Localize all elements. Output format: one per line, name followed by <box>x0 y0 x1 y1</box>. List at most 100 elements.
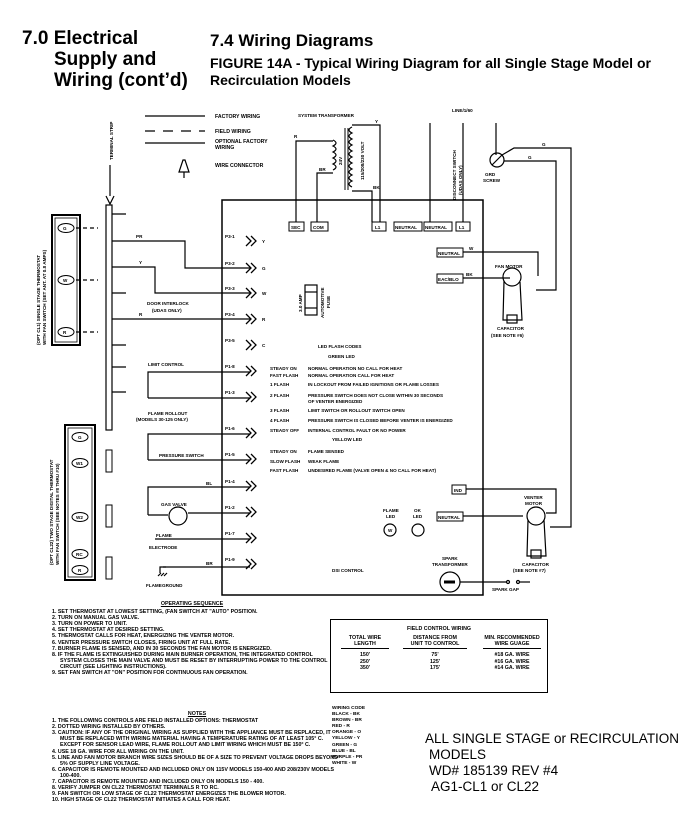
section-title: 7.0 Electrical Supply and Wiring (cont’d… <box>22 28 188 91</box>
green-led-code: 4 FLASH <box>270 418 290 423</box>
thermostat-r: R <box>63 330 67 335</box>
fcw-cell-gauge: #14 GA. WIRE <box>494 665 530 671</box>
capacitor-note7: (SEE NOTE #7) <box>513 568 546 573</box>
capacitor-6-icon <box>506 314 518 324</box>
green-led-meaning: PRESSURE SWITCH DOES NOT CLOSE WITHIN 30… <box>308 393 443 398</box>
operating-step: 3. TURN ON POWER TO UNIT. <box>52 621 127 628</box>
wiring-code-item: PURPLE - PR <box>332 754 363 760</box>
yellow-led-code: STEADY ON <box>270 449 297 454</box>
fuse-label-2: AUTOMOTIVE <box>320 287 325 318</box>
yellow-led-code: FAST FLASH <box>270 468 299 473</box>
fcw-cell-gauge: #16 GA. WIRE <box>494 658 530 665</box>
flame-led-color: W <box>388 528 393 533</box>
section-title-line-1: 7.0 Electrical <box>22 28 139 49</box>
dsi-control-label: DSI CONTROL <box>332 568 364 573</box>
yellow-led-meaning: FLAME SENSED <box>308 449 345 454</box>
fcw-cell-distance: 125' <box>429 658 441 665</box>
note-item: 10. HIGH STAGE OF CL22 THERMOSTAT INITIA… <box>52 797 231 804</box>
transformer-secondary-coil <box>331 139 337 171</box>
connector-signal-p3-3: W <box>262 291 267 296</box>
wiring-code-item: BLACK - BK <box>332 712 360 718</box>
operating-step: 8. IF THE FLAME IS EXTINGUISHED DURING M… <box>52 651 328 670</box>
flame-ground-label-2: GROUND <box>162 583 183 588</box>
thermostat-cl22-w1: W1 <box>76 461 83 466</box>
fcw-cell-distance: 75' <box>431 652 439 658</box>
wiring-code-item: RED - R <box>332 724 350 730</box>
green-led-code: STEADY ON <box>270 366 297 371</box>
connector-pin-p1-4: P1-4 <box>225 479 235 484</box>
fcw-col1-header-2: LENGTH <box>354 641 376 647</box>
wire-connector-icon <box>178 159 190 178</box>
connector-signal-p3-5: C <box>262 343 266 348</box>
thermostat-cl22-label-1: (OPT CL22) TWO STAGE DIGITAL THERMOSTAT <box>49 459 54 565</box>
green-led-meaning-cont: OF VENTER ENERGIZED <box>308 399 363 404</box>
wire-label-g2: G <box>528 155 532 160</box>
door-interlock-label-2: (UDAS ONLY) <box>152 308 182 313</box>
green-led-code: STEADY OFF <box>270 428 299 433</box>
flame-electrode-label-2: ELECTRODE <box>149 545 177 550</box>
fcw-col3-header-1: MIN. RECOMMENDED <box>484 635 540 641</box>
wire-label-transformer-br: BR <box>319 167 326 172</box>
connector-pin-p3-1: P3-1 <box>225 234 235 239</box>
note-item: 9. FAN SWITCH OR LOW STAGE OF CL22 THERM… <box>52 791 286 798</box>
terminal-l1-a: L1 <box>375 225 381 230</box>
operating-step: 9. SET FAN SWITCH AT "ON" POSITION FOR C… <box>52 670 248 677</box>
green-led-code: 2 FLASH <box>270 393 290 398</box>
connector-pin-p1-5: P1-5 <box>225 452 235 457</box>
fcw-cell-distance: 175' <box>429 665 441 671</box>
limit-control-label: LIMIT CONTROL <box>148 362 184 367</box>
door-interlock-label-1: DOOR INTERLOCK <box>147 301 190 306</box>
connector-signal-p3-2: G <box>262 266 266 271</box>
yellow-led-title: YELLOW LED <box>332 437 363 442</box>
ok-led <box>411 523 425 537</box>
flame-led-label-1: FLAME <box>383 508 399 513</box>
yellow-led-meaning: WEAK FLAME <box>308 459 339 464</box>
terminal-com: COM <box>313 225 324 230</box>
capacitor-note6: (SEE NOTE #6) <box>491 333 524 338</box>
connector-pin-p1-6: P1-6 <box>225 426 235 431</box>
venter-motor-icon <box>526 506 546 526</box>
thermostat-w: W <box>63 278 68 283</box>
ground-screw-icon <box>489 152 505 168</box>
green-led-code: 3 FLASH <box>270 408 290 413</box>
flame-ground-icon <box>157 566 168 577</box>
figure-title: FIGURE 14A - Typical Wiring Diagram for … <box>210 55 651 88</box>
notes: NOTES 1. THE FOLLOWING CONTROLS ARE FIEL… <box>52 711 342 803</box>
fcw-cell-gauge: #18 GA. WIRE <box>494 652 530 658</box>
operating-step: 7. BURNER FLAME IS SENSED, AND IN 30 SEC… <box>52 645 272 652</box>
yellow-led-code: SLOW FLASH <box>270 459 301 464</box>
flame-led <box>383 523 397 537</box>
section-title-line-2: Supply and <box>54 49 157 70</box>
wiring-code-item: WHITE - W <box>332 760 357 766</box>
flame-rollout-label-1: FLAME ROLLOUT <box>148 411 187 416</box>
green-led-code: 1 FLASH <box>270 382 290 387</box>
model-info: ALL SINGLE STAGE or RECIRCULATION MODELS… <box>425 731 679 795</box>
connector-pin-p1-9: P1-9 <box>225 557 235 562</box>
wire-label-fan-bk: BK <box>466 272 473 277</box>
flame-rollout-label-2: (MODELS 30-125 ONLY) <box>136 417 188 422</box>
connector-pin-p3-2: P3-2 <box>225 261 235 266</box>
wiring-code-item: BLUE - BL <box>332 748 356 754</box>
terminal-ind: IND <box>454 488 463 493</box>
green-led-meaning: PRESSURE SWITCH IS CLOSED BEFORE VENTER … <box>308 418 453 423</box>
note-item: 7. CAPACITOR IS REMOTE MOUNTED AND INCLU… <box>52 779 264 786</box>
wire-label-transformer-r: R <box>294 134 298 139</box>
spark-gap-label: SPARK GAP <box>492 587 519 592</box>
venter-motor-label-2: MOTOR <box>525 501 543 506</box>
model-line-4: AG1-CL1 or CL22 <box>431 779 540 794</box>
wire-label-transformer-bk: BK <box>373 185 380 190</box>
fcw-col2-header-2: UNIT TO CONTROL <box>410 641 460 647</box>
terminal-strip <box>105 204 113 431</box>
wiring-code-title: WIRING CODE <box>332 706 366 711</box>
disconnect-note-label: (UDAS ONLY) <box>458 165 463 195</box>
connector-chevrons <box>245 235 257 570</box>
terminal-neutral-a: NEUTRAL <box>395 225 417 230</box>
thermostat-cl22-g: G <box>78 435 82 440</box>
wire-label-y: Y <box>139 260 142 265</box>
flame-led-label-2: LED <box>386 514 396 519</box>
spark-transformer-label-1: SPARK <box>442 556 458 561</box>
gas-valve-icon <box>168 506 188 526</box>
note-item: 4. USE 18 GA. WIRE FOR ALL WIRING ON THE… <box>52 748 184 755</box>
